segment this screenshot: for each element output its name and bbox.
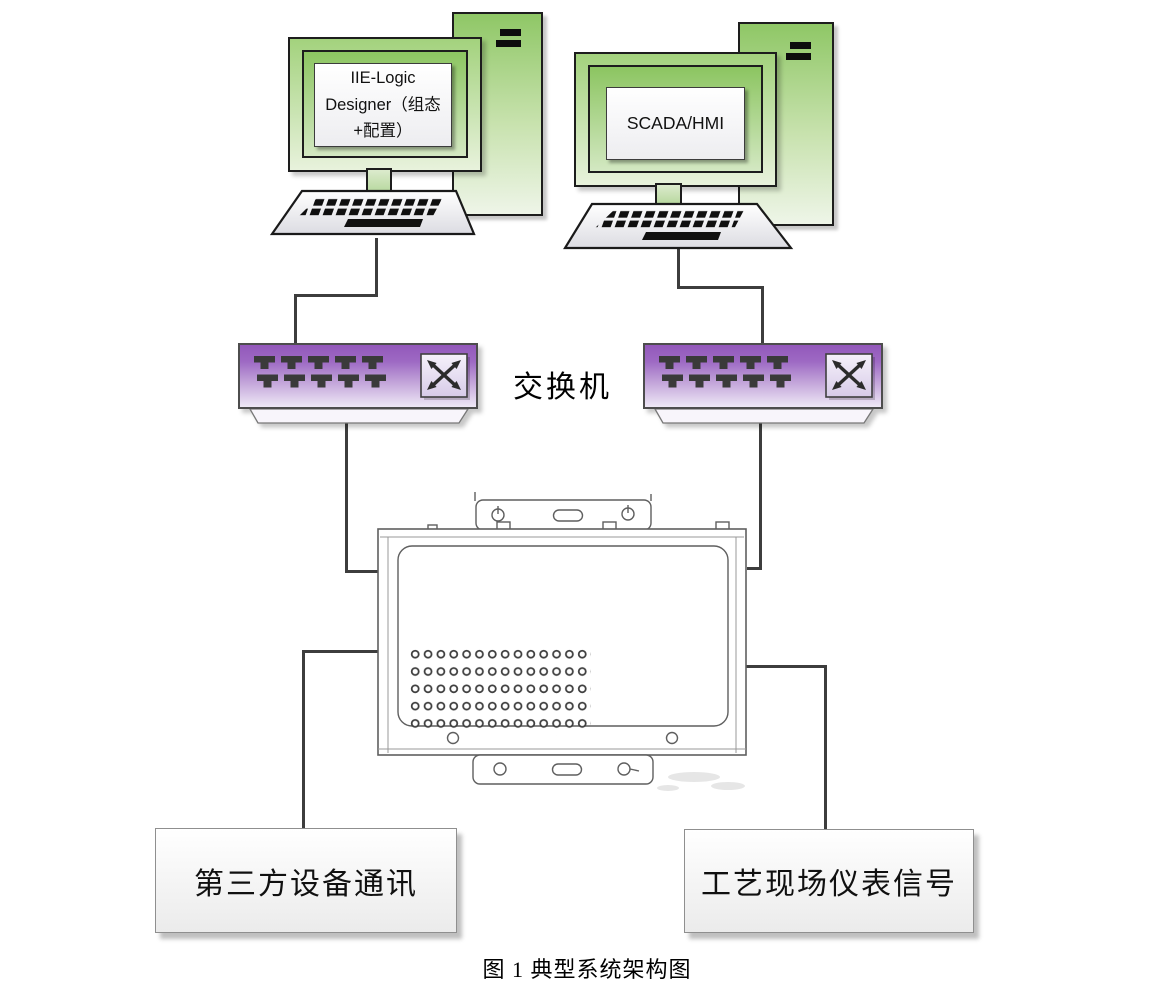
drive-slot-icon <box>500 29 521 36</box>
cable-segment <box>294 294 378 297</box>
cable-segment <box>744 665 827 668</box>
monitor-bezel: SCADA/HMI <box>588 65 763 173</box>
crossed-arrows <box>430 362 458 388</box>
cable-segment <box>759 420 762 570</box>
cable-segment <box>677 286 764 289</box>
vent-holes <box>410 648 591 736</box>
screen-label: IIE-Logic Designer（组态+配置） <box>325 69 441 141</box>
endpoint-label: 工艺现场仪表信号 <box>701 868 957 901</box>
cable-segment <box>302 650 380 653</box>
monitor-bezel: IIE-Logic Designer（组态+配置） <box>302 50 468 158</box>
monitor: IIE-Logic Designer（组态+配置） <box>288 37 482 172</box>
keyboard-keys <box>594 210 744 229</box>
keyhole-slot-icon <box>551 763 583 776</box>
cable-segment <box>375 238 378 296</box>
controller-line-art <box>377 492 747 785</box>
cable-segment <box>824 665 827 830</box>
arrowheads <box>832 360 866 390</box>
cable-segment <box>345 570 381 573</box>
screen-label-box: IIE-Logic Designer（组态+配置） <box>314 63 452 147</box>
controller-device <box>377 492 747 791</box>
keyboard <box>563 202 794 250</box>
smudge-marks <box>657 772 745 791</box>
screw-hole-icon <box>493 762 507 776</box>
screen-label: SCADA/HMI <box>626 113 725 133</box>
cable-segment <box>294 294 297 346</box>
endpoint-label: 第三方设备通讯 <box>194 867 418 901</box>
endpoint-box-field-signals: 工艺现场仪表信号 <box>684 829 974 933</box>
cable-segment <box>345 420 348 573</box>
spacebar <box>344 219 423 227</box>
drive-slot-icon <box>496 40 521 47</box>
keyhole-slot-icon <box>552 509 584 522</box>
cable-segment <box>677 244 680 289</box>
screen-label-box: SCADA/HMI <box>606 87 745 160</box>
drive-slot-icon <box>790 42 811 49</box>
mounting-bracket-bottom <box>472 754 654 785</box>
arrowheads <box>427 360 461 390</box>
monitor: SCADA/HMI <box>574 52 777 187</box>
figure-caption: 图 1 典型系统架构图 <box>482 957 692 982</box>
keyboard <box>269 189 476 236</box>
cable-segment <box>761 286 764 346</box>
cable-segment <box>747 567 762 570</box>
switch-base <box>653 408 875 424</box>
ethernet-switch <box>643 343 883 424</box>
ethernet-switch <box>238 343 478 424</box>
screw-hole-icon <box>446 731 460 745</box>
endpoint-box-third-party: 第三方设备通讯 <box>155 828 457 933</box>
drive-slot-icon <box>786 53 811 60</box>
switch-base <box>248 408 470 424</box>
switch-label: 交换机 <box>513 371 612 404</box>
crossed-arrows <box>835 362 863 388</box>
cable-segment <box>302 650 305 830</box>
spacebar <box>642 232 721 240</box>
screw-hole-icon <box>665 731 679 745</box>
keyboard-keys <box>299 197 443 216</box>
